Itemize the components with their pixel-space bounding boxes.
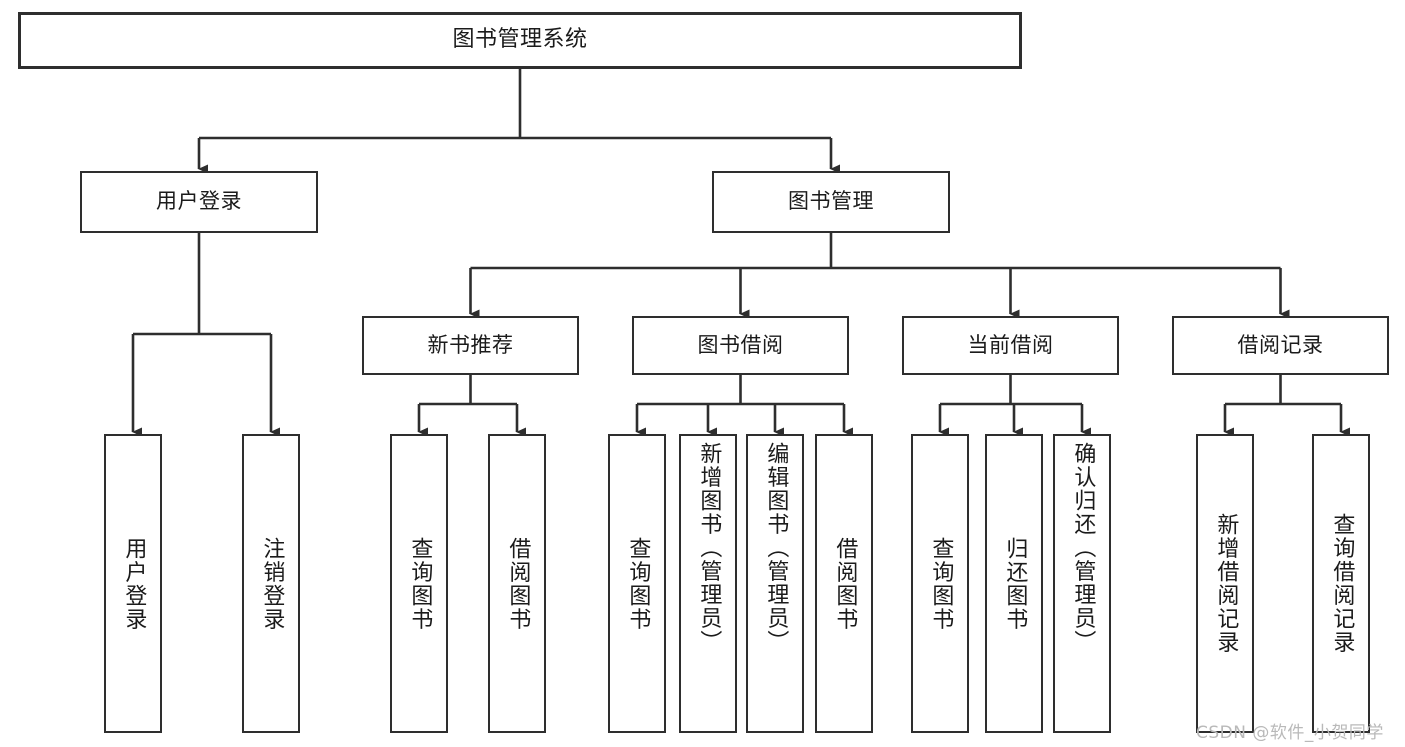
node-new-book-rec[interactable]: 新书推荐 — [362, 316, 579, 375]
node-borrow-record[interactable]: 借阅记录 — [1172, 316, 1389, 375]
node-leaf-user-logout[interactable]: 注销登录 — [242, 434, 300, 733]
node-label: 确认归还（管理员） — [1070, 442, 1096, 654]
node-label: 查询借阅记录 — [1329, 513, 1355, 654]
node-label: 新增图书（管理员） — [696, 442, 722, 654]
node-label: 借阅图书 — [832, 536, 858, 631]
node-leaf-confirm-return[interactable]: 确认归还（管理员） — [1053, 434, 1111, 733]
node-label: 借阅图书 — [505, 536, 531, 631]
node-label: 编辑图书（管理员） — [763, 442, 789, 654]
node-book-manage[interactable]: 图书管理 — [712, 171, 950, 233]
node-label: 当前借阅 — [967, 332, 1054, 357]
node-leaf-add-book[interactable]: 新增图书（管理员） — [679, 434, 737, 733]
node-label: 注销登录 — [259, 536, 285, 631]
node-label: 用户登录 — [156, 189, 242, 214]
node-root[interactable]: 图书管理系统 — [18, 12, 1022, 69]
node-leaf-query-book-3[interactable]: 查询图书 — [911, 434, 969, 733]
node-leaf-borrow-book-1[interactable]: 借阅图书 — [488, 434, 546, 733]
node-leaf-query-book-2[interactable]: 查询图书 — [608, 434, 666, 733]
node-label: 新书推荐 — [427, 332, 514, 357]
node-label: 图书管理系统 — [452, 27, 588, 53]
node-leaf-query-book-1[interactable]: 查询图书 — [390, 434, 448, 733]
node-leaf-add-record[interactable]: 新增借阅记录 — [1196, 434, 1254, 733]
node-book-borrow[interactable]: 图书借阅 — [632, 316, 849, 375]
node-label: 图书借阅 — [697, 332, 784, 357]
node-label: 查询图书 — [625, 536, 651, 631]
node-user-login[interactable]: 用户登录 — [80, 171, 318, 233]
node-label: 查询图书 — [407, 536, 433, 631]
node-label: 归还图书 — [1002, 536, 1028, 631]
node-label: 借阅记录 — [1237, 332, 1324, 357]
node-leaf-edit-book[interactable]: 编辑图书（管理员） — [746, 434, 804, 733]
node-current-borrow[interactable]: 当前借阅 — [902, 316, 1119, 375]
node-leaf-query-record[interactable]: 查询借阅记录 — [1312, 434, 1370, 733]
edge-group — [131, 69, 1350, 437]
csdn-watermark: CSDN @软件_小贺同学 — [1196, 723, 1384, 743]
node-leaf-return-book[interactable]: 归还图书 — [985, 434, 1043, 733]
node-label: 图书管理 — [788, 189, 874, 214]
node-leaf-user-login[interactable]: 用户登录 — [104, 434, 162, 733]
node-leaf-borrow-book-2[interactable]: 借阅图书 — [815, 434, 873, 733]
node-label: 用户登录 — [121, 536, 147, 631]
node-label: 新增借阅记录 — [1213, 513, 1239, 654]
node-label: 查询图书 — [928, 536, 954, 631]
